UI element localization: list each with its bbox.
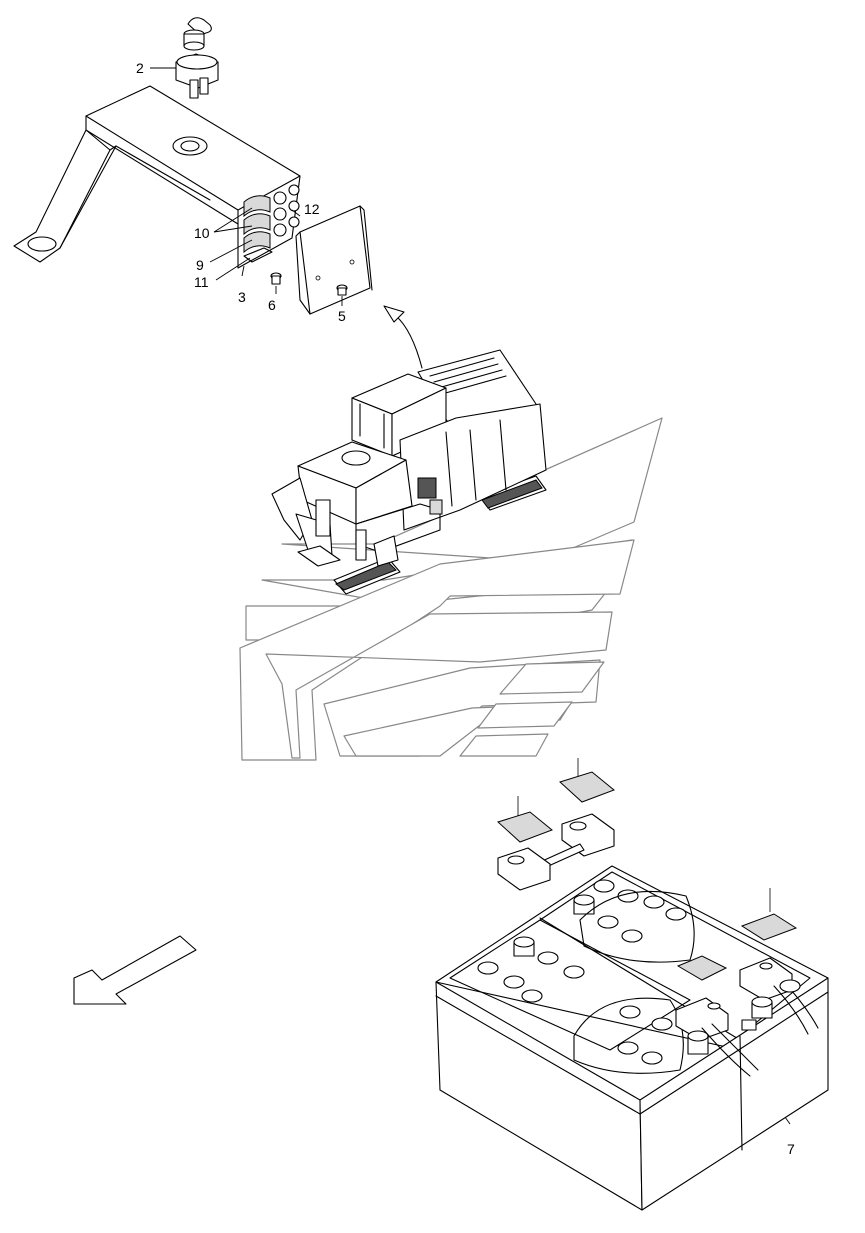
- screw-part-6: [270, 272, 282, 285]
- callout-5: 5: [338, 308, 346, 324]
- switch-bracket-housing: [13, 85, 301, 269]
- battery-pack: [435, 865, 829, 1211]
- callout-2: 2: [136, 60, 144, 76]
- machine-overview: [271, 349, 547, 595]
- callouts: 2 12 10 9 11 3 6 5 7: [136, 60, 795, 1157]
- callout-3: 3: [238, 289, 246, 305]
- callout-11: 11: [194, 274, 209, 290]
- battery-switch-key: [175, 17, 219, 99]
- callout-9: 9: [196, 257, 204, 273]
- brand-chevron-logo: [239, 417, 663, 761]
- callout-6: 6: [268, 297, 276, 313]
- callout-12: 12: [304, 201, 320, 217]
- callout-7: 7: [787, 1141, 795, 1157]
- cover-part-5: [295, 205, 373, 315]
- travel-direction-arrow: [73, 935, 197, 1005]
- battery-terminal-parts: [497, 758, 615, 891]
- callout-10: 10: [194, 225, 210, 241]
